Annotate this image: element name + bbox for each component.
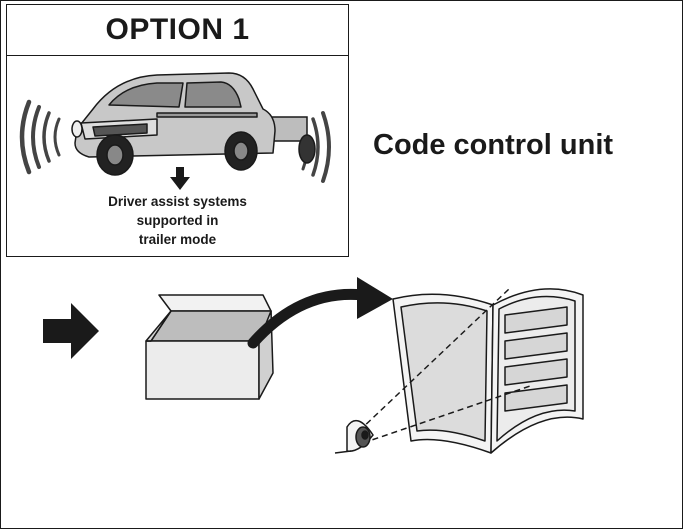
sensor-waves-icon xyxy=(19,99,61,175)
headline-text: Code control unit xyxy=(373,129,614,161)
right-arrow-icon xyxy=(43,303,99,359)
eye-icon xyxy=(334,419,374,454)
down-arrow-icon xyxy=(170,167,190,190)
option-panel: OPTION 1 xyxy=(6,4,349,257)
open-manual-icon xyxy=(392,288,584,454)
option-title: OPTION 1 xyxy=(105,13,250,46)
car-with-trailer-icon xyxy=(19,72,331,190)
option-header: OPTION 1 xyxy=(7,5,348,56)
caption-line: supported in xyxy=(136,213,219,228)
curved-arrow-icon xyxy=(247,277,393,349)
process-illustration xyxy=(43,277,584,454)
open-box-icon xyxy=(145,294,274,400)
option-caption: Driver assist systems supported in trail… xyxy=(7,192,348,249)
caption-line: Driver assist systems xyxy=(108,194,247,209)
caption-line: trailer mode xyxy=(138,232,217,247)
